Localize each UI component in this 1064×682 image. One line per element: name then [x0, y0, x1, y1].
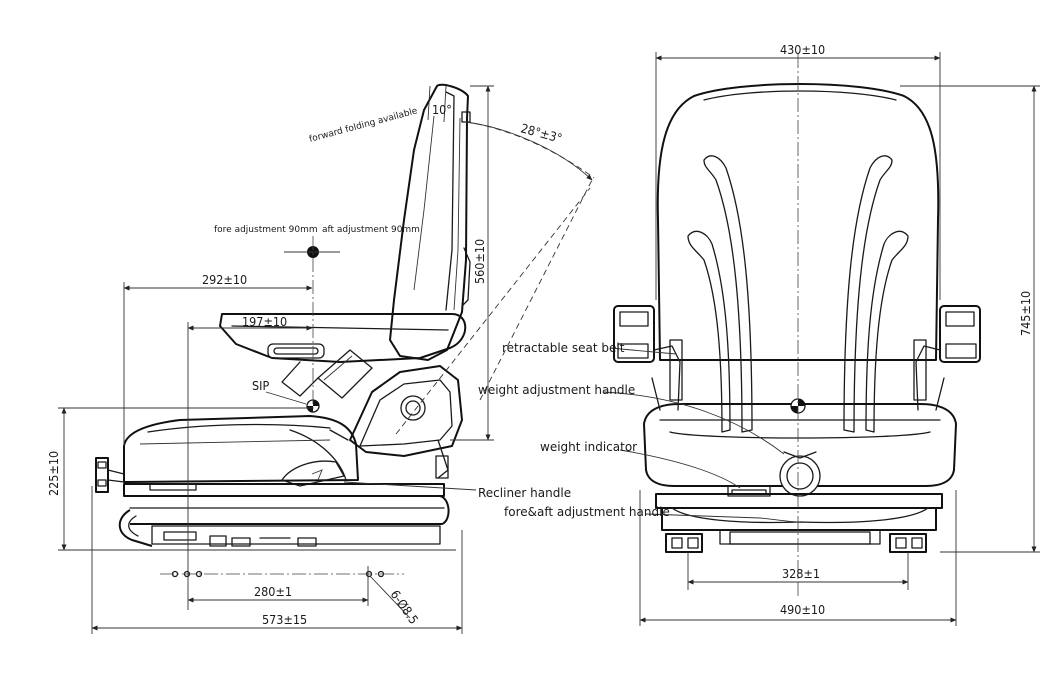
label-sip: SIP [252, 378, 269, 393]
side-fore-aft-marker [284, 236, 340, 410]
front-dimension-lines [639, 52, 1040, 626]
dim-mount-width: 328±1 [782, 566, 820, 581]
front-armrests [613, 305, 981, 411]
dim-angle-top: 10° [432, 102, 452, 117]
dim-back-width: 430±10 [780, 42, 825, 57]
dim-armrest-reach: 292±10 [202, 272, 247, 287]
side-leaders [343, 481, 477, 491]
side-dimension-lines [58, 85, 494, 634]
dim-sip-offset: 197±10 [242, 314, 287, 329]
label-weight-indicator: weight indicator [540, 440, 637, 454]
front-suspension-base [655, 493, 943, 553]
dim-mount-spacing: 280±1 [254, 584, 292, 599]
dim-overall-depth: 573±15 [262, 612, 307, 627]
dim-overall-height: 745±10 [1018, 291, 1033, 336]
dim-seat-height: 225±10 [46, 451, 61, 496]
label-forward-folding: forward folding available [308, 106, 419, 145]
label-retractable-belt: retractable seat belt [502, 341, 625, 355]
dim-base-width: 490±10 [780, 602, 825, 617]
side-hinge-assembly [317, 349, 463, 479]
label-recliner-handle: Recliner handle [478, 486, 571, 500]
front-weight-knob [727, 398, 821, 497]
side-suspension-base [95, 457, 450, 578]
front-backrest [656, 83, 940, 433]
dim-recline-angle: 28°±3° [519, 120, 564, 145]
label-weight-handle: weight adjustment handle [478, 383, 635, 397]
dim-holes: 6-Ø8.5 [388, 587, 422, 627]
label-fore-adjustment: fore adjustment 90mm [214, 225, 318, 235]
dim-back-height: 560±10 [472, 239, 487, 284]
side-sip-marker [265, 391, 320, 413]
front-view: retractable seat belt weight adjustment … [478, 42, 1040, 626]
label-fore-aft-handle: fore&aft adjustment handle [504, 505, 670, 519]
side-recline-arcs [395, 85, 595, 435]
side-view: forward folding available fore adjustmen… [46, 83, 595, 634]
side-backrest [389, 83, 471, 361]
side-recliner-handle [281, 460, 345, 487]
front-leaders [603, 347, 801, 523]
label-aft-adjustment: aft adjustment 90mm [322, 225, 420, 235]
front-seat-cushion [643, 403, 957, 487]
side-seat-cushion [123, 415, 359, 483]
